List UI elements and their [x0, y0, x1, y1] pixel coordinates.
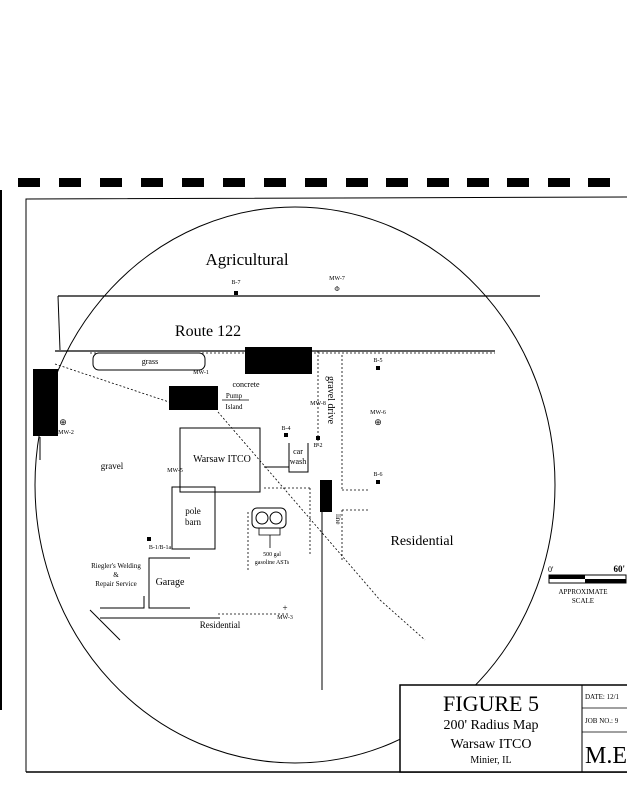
job-number-field: JOB NO.: 9	[585, 717, 619, 725]
map-frame	[25, 196, 627, 772]
approximate-scale: 0' 60' APPROXIMATE SCALE	[548, 564, 627, 605]
zone-residential-south: Residential	[200, 620, 241, 630]
monitoring-wells: B-7 MW-7 Φ MW-1 B-5 MW-8 MW-6 ⊕ B-4 B-2 …	[58, 276, 386, 621]
well-mw8-label: MW-8	[310, 401, 326, 407]
svg-text:⊕: ⊕	[374, 417, 382, 427]
figure-site: Warsaw ITCO	[451, 737, 532, 752]
east-structure	[320, 480, 332, 512]
scale-label-2: SCALE	[572, 597, 594, 605]
well-b6-label: B-6	[374, 472, 383, 478]
gravel-label: gravel	[101, 461, 124, 471]
well-b7-label: B-7	[232, 280, 241, 286]
scale-label-1: APPROXIMATE	[558, 588, 607, 596]
well-mw6-label: MW-6	[370, 410, 386, 416]
scale-zero: 0'	[548, 565, 554, 574]
garage-label: Garage	[156, 577, 185, 588]
svg-text:⊕: ⊕	[59, 417, 67, 427]
welding-label-1: Riegler's Welding	[91, 562, 141, 570]
well-mw5-label: MW-5	[167, 468, 183, 474]
scale-max: 60'	[613, 564, 625, 574]
date-field: DATE: 12/1	[585, 693, 620, 701]
well-b1-label: B-1/B-1a	[149, 545, 172, 551]
figure-location: Minier, IL	[470, 755, 511, 766]
ast-label-1: 500 gal	[263, 552, 281, 558]
grass-label: grass	[142, 357, 158, 366]
well-mw7-label: MW-7	[329, 276, 345, 282]
island-label: Island	[225, 403, 243, 411]
boring-icon	[234, 291, 238, 295]
canopy-building	[245, 347, 312, 374]
west-building	[33, 369, 58, 436]
welding-label-2: &	[113, 571, 119, 579]
grass-area	[92, 352, 206, 371]
station-building	[179, 427, 261, 493]
left-edge-bar	[0, 190, 2, 710]
gravel-drive-label: gravel drive	[325, 376, 336, 425]
well-mw1-label: MW-1	[193, 370, 209, 376]
figure-number: FIGURE 5	[443, 691, 539, 716]
company-initials: M.E	[585, 743, 627, 769]
well-mw2-label: MW-2	[58, 430, 74, 436]
concrete-label: concrete	[232, 380, 260, 389]
station-label: Warsaw ITCO	[193, 454, 251, 465]
figure-subtitle: 200' Radius Map	[443, 718, 538, 733]
title-block: FIGURE 5 200' Radius Map Warsaw ITCO Min…	[399, 684, 627, 773]
utility-lines	[54, 351, 426, 641]
welding-label-3: Repair Service	[95, 580, 136, 588]
road-label: Route 122	[175, 323, 241, 340]
zone-residential-east: Residential	[391, 534, 454, 549]
well-b5-label: B-5	[374, 358, 383, 364]
svg-text:Φ: Φ	[334, 285, 339, 293]
pole-label: pole	[185, 506, 201, 516]
car-label: car	[293, 447, 303, 456]
well-mw3-label: MW-3	[277, 615, 293, 621]
barn-label: barn	[185, 517, 201, 527]
line-label: line	[334, 514, 342, 525]
wash-label: wash	[290, 457, 306, 466]
pump-label: Pump	[226, 392, 243, 400]
garage	[148, 557, 190, 609]
svg-text:+: +	[282, 603, 287, 613]
zone-agricultural: Agricultural	[205, 250, 288, 269]
ast-label-2: gasoline ASTs	[255, 560, 290, 566]
well-b4-label: B-4	[282, 426, 291, 432]
well-b2-label: B-2	[314, 443, 323, 449]
top-dash-row	[18, 178, 610, 187]
car-wash-building	[288, 443, 309, 473]
pump-island-canopy	[169, 386, 218, 410]
ast-tanks	[251, 507, 287, 529]
pole-barn	[171, 486, 216, 550]
radius-circle	[34, 206, 556, 764]
